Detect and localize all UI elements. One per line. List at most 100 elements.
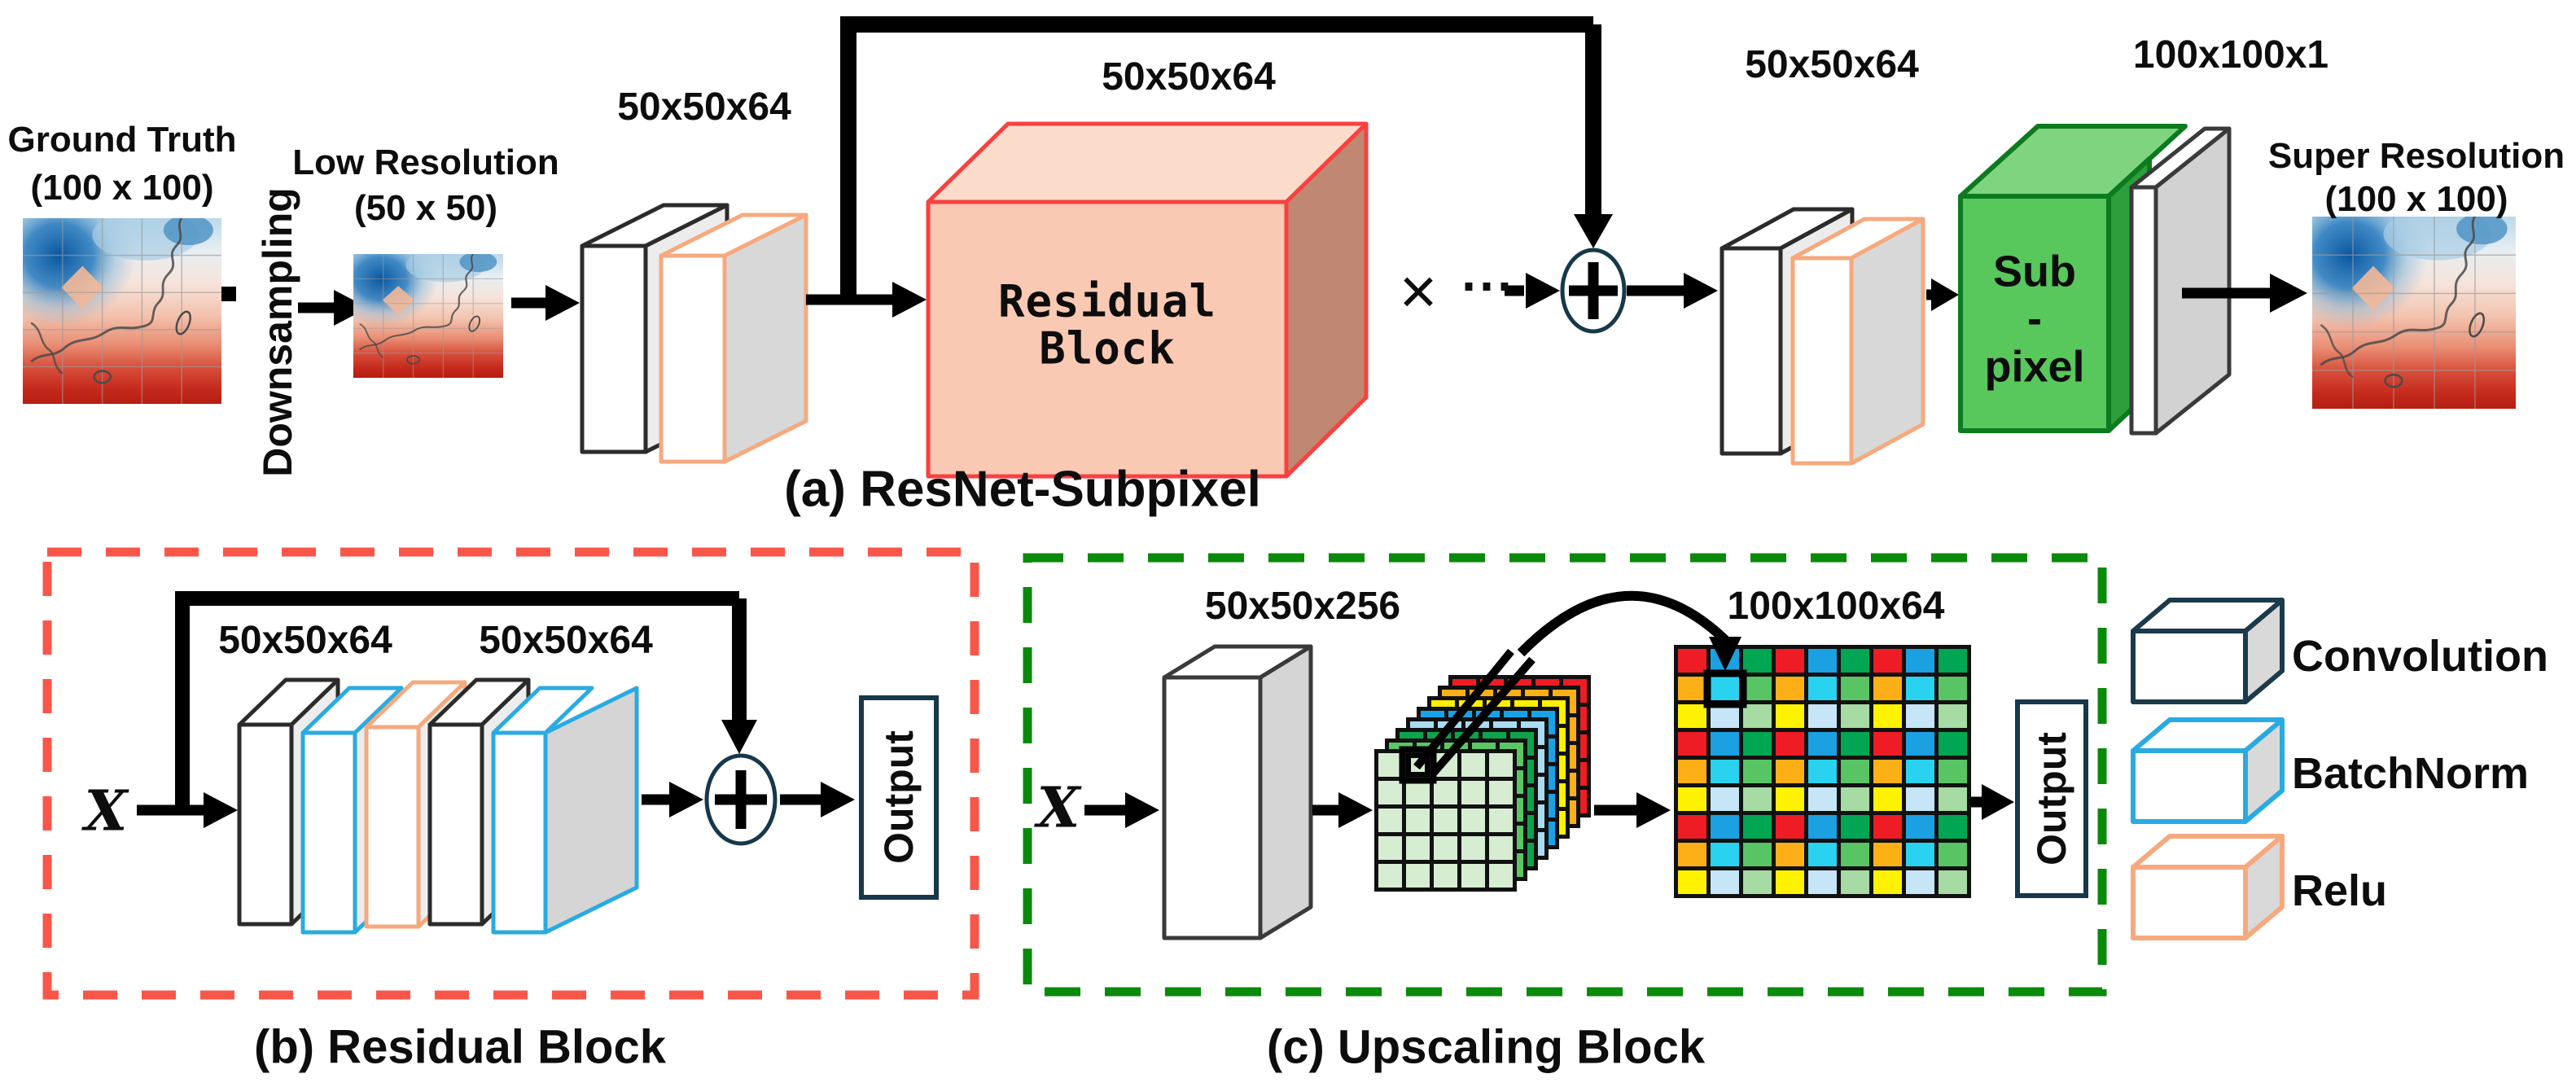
mosaic-cell bbox=[1873, 843, 1902, 866]
mosaic-cell bbox=[1873, 760, 1902, 783]
mosaic-cell bbox=[1906, 732, 1934, 756]
mosaic-cell bbox=[1678, 787, 1706, 811]
legend-batchnorm-label: BatchNorm bbox=[2292, 748, 2530, 798]
mosaic-cell bbox=[1678, 815, 1706, 839]
stack-cell bbox=[1434, 781, 1457, 804]
legend-relu-icon bbox=[2131, 834, 2285, 940]
mosaic-cell bbox=[1873, 870, 1902, 894]
upscaled-mosaic-grid bbox=[1674, 645, 1971, 898]
conv-layer-a3 bbox=[2129, 126, 2232, 436]
arrow-slab-to-stack bbox=[1312, 792, 1373, 828]
arrow-slabs-to-plus-b bbox=[642, 782, 703, 817]
mosaic-cell bbox=[1743, 677, 1772, 700]
dim-b1-label: 50x50x64 bbox=[218, 619, 392, 663]
mosaic-cell bbox=[1939, 760, 1967, 783]
mosaic-cell bbox=[1906, 760, 1934, 783]
caption-b: (b) Residual Block bbox=[254, 1020, 666, 1074]
mosaic-cell bbox=[1906, 870, 1934, 894]
mosaic-cell bbox=[1711, 787, 1739, 811]
mosaic-cell bbox=[1743, 760, 1772, 783]
output-label-b: Output bbox=[876, 730, 922, 864]
super-resolution-title: Super Resolution bbox=[2267, 136, 2565, 177]
mosaic-cell bbox=[1939, 732, 1967, 756]
output-label-c: Output bbox=[2029, 732, 2074, 866]
mosaic-cell bbox=[1808, 732, 1837, 756]
conv-layer-a1 bbox=[580, 203, 729, 454]
stack-cell bbox=[1406, 781, 1430, 804]
mosaic-cell bbox=[1678, 843, 1706, 866]
mosaic-cell bbox=[1711, 704, 1739, 728]
mosaic-cell bbox=[1939, 649, 1967, 673]
mosaic-cell bbox=[1743, 870, 1772, 894]
mosaic-cell bbox=[1873, 677, 1902, 700]
flow-dot bbox=[221, 287, 236, 301]
arrow-plus-to-output-b bbox=[780, 782, 855, 817]
mosaic-cell bbox=[1678, 704, 1706, 728]
mosaic-cell bbox=[1873, 732, 1902, 756]
arrow-stack-to-grid bbox=[1594, 792, 1671, 828]
mosaic-cell bbox=[1841, 815, 1869, 839]
stack-cell bbox=[1461, 864, 1485, 888]
stack-cell bbox=[1489, 836, 1513, 860]
mosaic-cell bbox=[1808, 760, 1837, 783]
dim-conv1-label: 50x50x64 bbox=[617, 85, 791, 129]
legend-convolution-label: Convolution bbox=[2292, 631, 2548, 681]
downsampling-label: Downsampling bbox=[255, 187, 300, 477]
mosaic-cell bbox=[1841, 649, 1869, 673]
downsampling-arrow bbox=[298, 290, 368, 326]
dim-out-c-label: 100x100x64 bbox=[1727, 585, 1945, 629]
low-resolution-title: Low Resolution bbox=[292, 142, 559, 183]
mosaic-cell bbox=[1743, 787, 1772, 811]
residual-block-label: Residual Block bbox=[997, 275, 1217, 375]
mosaic-cell bbox=[1841, 787, 1869, 811]
ground-truth-title: Ground Truth bbox=[7, 120, 237, 160]
mosaic-cell bbox=[1743, 704, 1772, 728]
mosaic-cell bbox=[1906, 649, 1934, 673]
mosaic-cell bbox=[1841, 843, 1869, 866]
stack-cell bbox=[1461, 809, 1485, 832]
mosaic-cell bbox=[1873, 787, 1902, 811]
ground-truth-size: (100 x 100) bbox=[30, 168, 214, 208]
arrow-lr-to-conv bbox=[511, 285, 580, 321]
mosaic-cell bbox=[1776, 760, 1804, 783]
relu-layer-a2 bbox=[1790, 217, 1925, 466]
mosaic-cell bbox=[1939, 787, 1967, 811]
stack-cell bbox=[1378, 753, 1402, 777]
stack-cell bbox=[1434, 864, 1457, 888]
stack-cell bbox=[1378, 836, 1402, 860]
mosaic-cell bbox=[1939, 843, 1967, 866]
stack-cell bbox=[1378, 864, 1402, 888]
stack-cell bbox=[1434, 836, 1457, 860]
mosaic-cell bbox=[1939, 677, 1967, 700]
mosaic-cell bbox=[1711, 843, 1739, 866]
stack-cell bbox=[1461, 753, 1485, 777]
mosaic-cell bbox=[1873, 704, 1902, 728]
caption-c: (c) Upscaling Block bbox=[1266, 1020, 1706, 1074]
plus-circle-b bbox=[704, 753, 778, 846]
mosaic-cell bbox=[1808, 815, 1837, 839]
mosaic-cell bbox=[1841, 704, 1869, 728]
conv-layer-b1 bbox=[237, 677, 340, 927]
dots-symbol: ⋯ bbox=[1460, 254, 1514, 315]
dim-conv2-label: 50x50x64 bbox=[1745, 43, 1919, 87]
input-x-b: X bbox=[84, 778, 128, 844]
arrow-plus-to-conv2 bbox=[1627, 273, 1718, 309]
mosaic-cell bbox=[1776, 870, 1804, 894]
mosaic-cell bbox=[1906, 843, 1934, 866]
stack-cell bbox=[1461, 781, 1485, 804]
dim-in-c-label: 50x50x256 bbox=[1204, 585, 1401, 629]
relu-layer-b bbox=[364, 680, 467, 929]
mosaic-cell bbox=[1743, 732, 1772, 756]
mosaic-cell bbox=[1678, 677, 1706, 700]
mosaic-cell bbox=[1939, 704, 1967, 728]
stack-cell bbox=[1489, 864, 1513, 888]
stack-cell bbox=[1489, 781, 1513, 804]
mosaic-cell bbox=[1808, 870, 1837, 894]
conv-layer-b2 bbox=[427, 677, 531, 927]
mosaic-cell bbox=[1776, 843, 1804, 866]
mosaic-cell bbox=[1808, 704, 1837, 728]
mosaic-cell bbox=[1711, 815, 1739, 839]
stack-cell bbox=[1434, 753, 1457, 777]
mosaic-cell bbox=[1906, 704, 1934, 728]
